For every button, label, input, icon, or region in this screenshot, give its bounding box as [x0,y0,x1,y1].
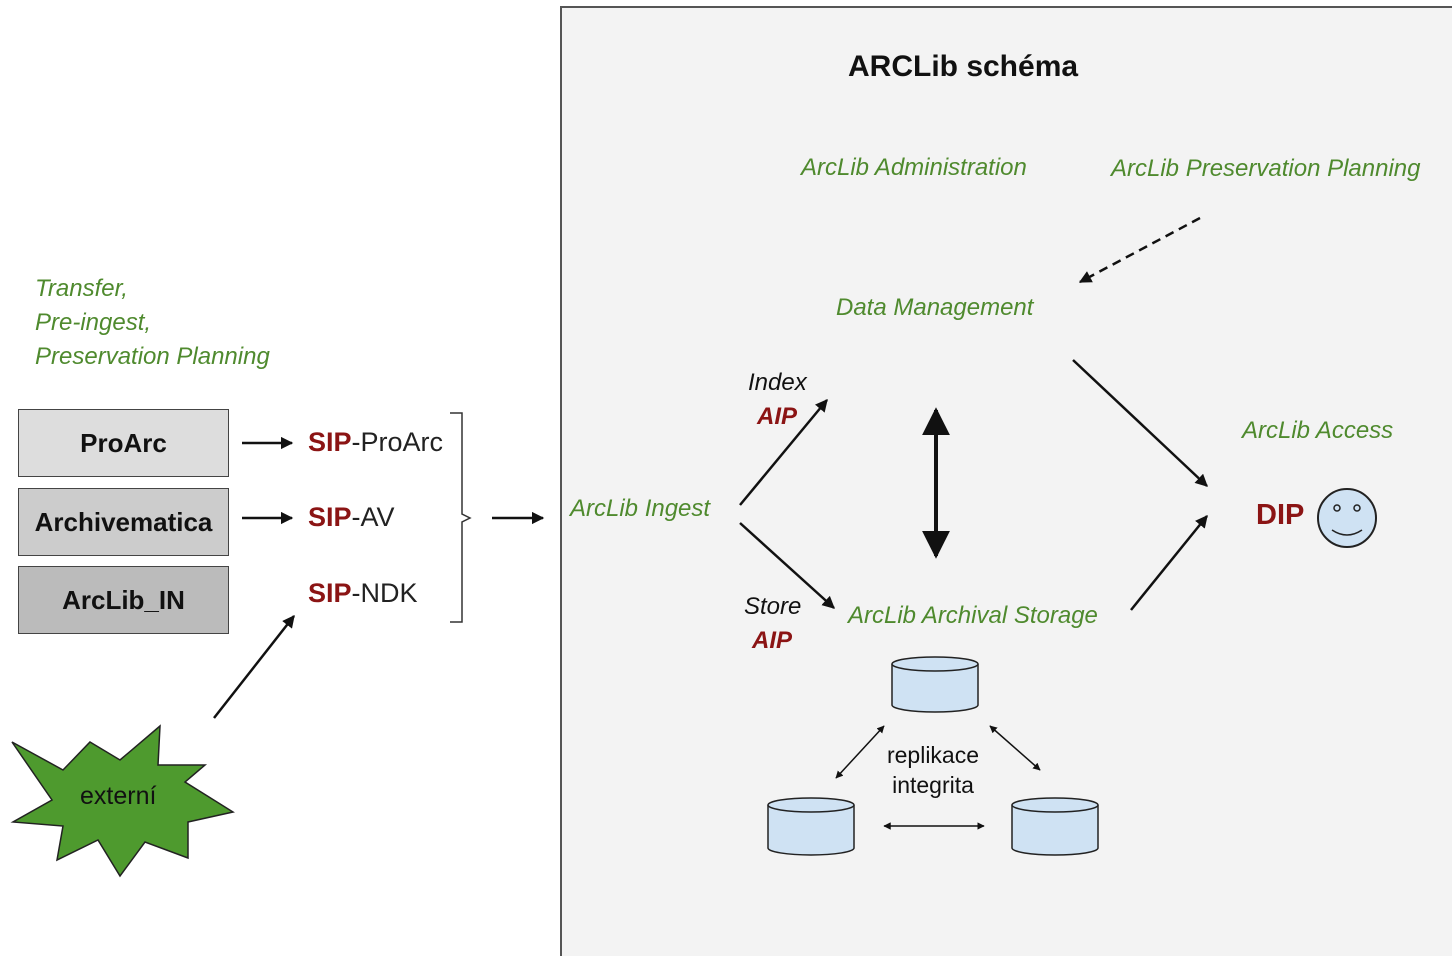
storage-caption: replikace integrita [885,740,981,800]
left-heading-line-2: Pre-ingest, [35,309,152,336]
arrow-ingest-index [739,399,828,506]
user-smiley-icon [1317,488,1377,548]
sip-suffix: -NDK [351,578,418,608]
module-archival-storage: ArcLib Archival Storage [848,602,1098,629]
sip-ndk: SIP-NDK [308,578,418,609]
left-heading-line-3: Preservation Planning [35,343,270,370]
schema-panel [560,6,1452,956]
module-administration: ArcLib Administration [801,154,1027,181]
sip-suffix: -ProArc [351,427,444,457]
arrow-storage-access [1130,515,1208,611]
arrow-external-sip [213,615,295,719]
arrow-datamgmt-access [1072,359,1208,487]
sip-prefix: SIP [308,427,352,457]
sip-suffix: -AV [351,502,395,532]
left-heading: Transfer, Pre-ingest, Preservation Plann… [35,272,270,374]
index-label: Index [748,369,807,396]
source-box-arclib-in: ArcLib_IN [18,566,229,634]
storage-cylinder-right [1011,797,1099,856]
sip-prefix: SIP [308,578,352,608]
source-label-arclib-in: ArcLib_IN [62,584,185,615]
arrow-planning-datamgmt [1078,216,1201,284]
store-label: Store [744,593,802,620]
storage-caption-line-2: integrita [892,772,974,798]
arrow-replication-right [989,725,1041,771]
module-ingest: ArcLib Ingest [570,495,711,522]
source-label-proarc: ProArc [80,427,167,458]
arrow-replication-left [835,725,885,779]
dip-label: DIP [1256,499,1305,531]
storage-caption-line-1: replikace [886,742,980,768]
arrow-ingest-store [739,522,835,609]
sip-proarc: SIP-ProArc [308,427,443,458]
left-heading-line-1: Transfer, [35,275,128,302]
index-aip-label: AIP [757,403,798,430]
source-box-proarc: ProArc [18,409,229,477]
module-preservation-planning: ArcLib Preservation Planning [1111,155,1421,182]
storage-cylinder-left [767,797,855,856]
source-label-archivematica: Archivematica [34,506,213,537]
external-burst-shape [10,724,235,878]
module-data-management: Data Management [836,294,1034,321]
source-box-archivematica: Archivematica [18,488,229,556]
store-aip-label: AIP [752,627,793,654]
sip-bracket [450,412,472,623]
external-label: externí [80,782,157,810]
storage-cylinder-top [891,656,979,713]
module-access: ArcLib Access [1242,417,1394,444]
sip-av: SIP-AV [308,502,395,533]
sip-prefix: SIP [308,502,352,532]
diagram-title: ARCLib schéma [848,50,1079,83]
